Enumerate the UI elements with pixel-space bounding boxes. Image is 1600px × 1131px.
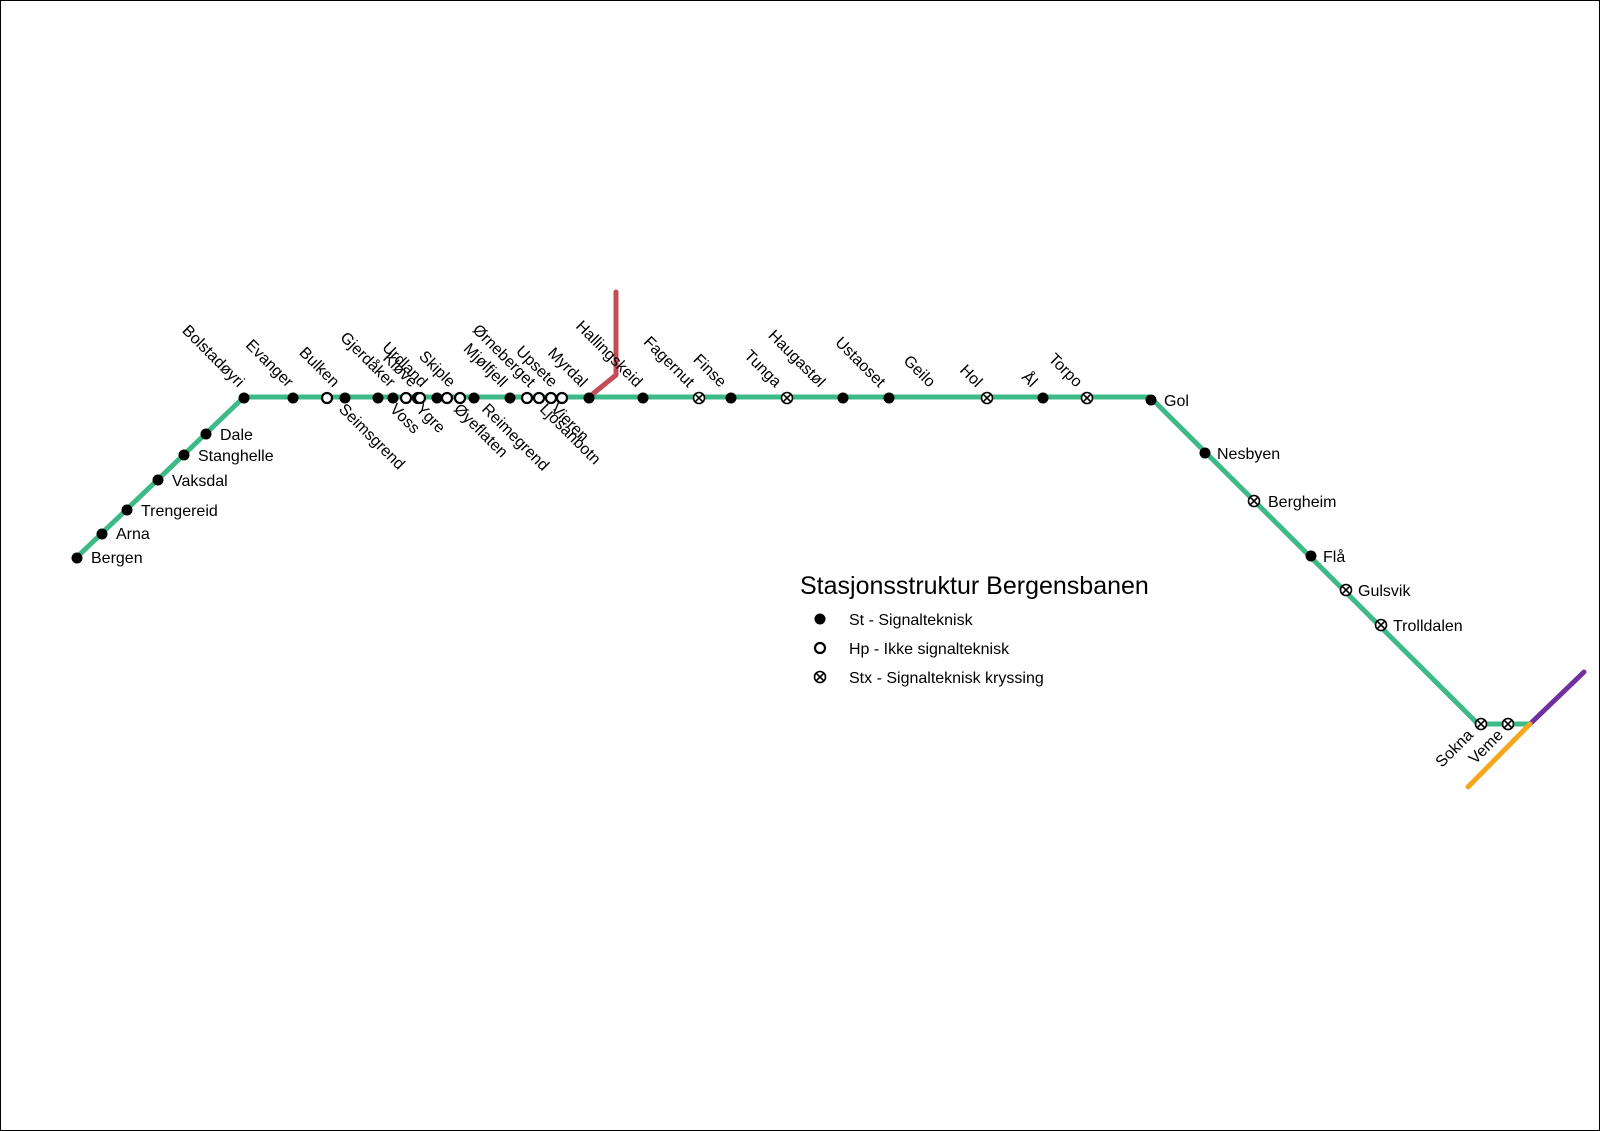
station-marker-ygre — [413, 391, 427, 405]
station-marker-bergheim — [1247, 494, 1261, 508]
station-label-trolldalen: Trolldalen — [1393, 618, 1463, 635]
station-marker-gol — [1145, 394, 1157, 406]
station-label-bergen: Bergen — [91, 550, 143, 567]
station-marker-myrdal — [555, 391, 569, 405]
station-label-trengereid: Trengereid — [141, 503, 218, 520]
station-marker-stanghelle — [178, 449, 190, 461]
station-marker-trengereid — [121, 504, 133, 516]
station-marker-skiple — [431, 392, 443, 404]
station-marker-legend-crossed-circle — [813, 670, 827, 684]
legend: St - Signalteknisk Hp - Ikke signalteknis… — [813, 612, 1044, 687]
station-marker-urdland — [399, 391, 413, 405]
station-label-bolstadoyri: Bolstadøyri — [179, 322, 248, 391]
station-marker-hol — [980, 391, 994, 405]
station-label-al: Ål — [1018, 367, 1042, 391]
station-label-finse: Finse — [690, 351, 730, 391]
station-marker-al — [1037, 392, 1049, 404]
station-marker-seimsgrend — [339, 392, 351, 404]
station-marker-fla — [1305, 550, 1317, 562]
legend-item-crossed-circle: Stx - Signalteknisk kryssing — [813, 670, 1044, 687]
numedal-branch-line — [1527, 669, 1587, 727]
station-label-ustaoset: Ustaoset — [832, 334, 889, 391]
railway-lines — [74, 289, 1587, 790]
station-label-bergheim: Bergheim — [1268, 494, 1336, 511]
station-marker-upsete — [520, 391, 534, 405]
randsfjord-branch-line — [1465, 721, 1533, 790]
station-marker-oyeflaten — [440, 391, 454, 405]
station-label-sokna: Sokna — [1433, 727, 1477, 771]
station-marker-bulken — [320, 391, 334, 405]
station-marker-geilo — [883, 392, 895, 404]
station-marker-voss — [387, 392, 399, 404]
station-label-tunga: Tunga — [741, 347, 785, 391]
station-marker-tunga — [725, 392, 737, 404]
station-label-vaksdal: Vaksdal — [172, 473, 228, 490]
station-marker-legend-filled-dot — [814, 613, 826, 625]
station-label-bulken: Bulken — [296, 344, 343, 391]
station-label-fla: Flå — [1323, 548, 1345, 566]
station-marker-veme — [1501, 717, 1515, 731]
station-label-gol: Gol — [1164, 393, 1189, 410]
legend-item-open-circle: Hp - Ikke signalteknisk — [813, 641, 1010, 658]
station-marker-finse — [692, 391, 706, 405]
legend-label: St - Signalteknisk — [849, 612, 974, 629]
station-label-dale: Dale — [220, 427, 253, 444]
station-marker-ustaoset — [837, 392, 849, 404]
station-marker-mjolfjell — [453, 391, 467, 405]
station-label-arna: Arna — [116, 526, 150, 543]
station-markers — [71, 391, 1515, 731]
station-label-evanger: Evanger — [242, 337, 297, 392]
legend-label: Stx - Signalteknisk kryssing — [849, 670, 1044, 687]
legend-item-filled-dot: St - Signalteknisk — [814, 612, 974, 629]
station-marker-reimegrend — [468, 392, 480, 404]
station-marker-orneberget — [504, 392, 516, 404]
station-marker-nesbyen — [1199, 447, 1211, 459]
station-marker-hallingskeid — [583, 392, 595, 404]
flam-branch-line — [586, 289, 619, 400]
legend-label: Hp - Ikke signalteknisk — [849, 641, 1010, 658]
station-label-nesbyen: Nesbyen — [1217, 446, 1280, 463]
station-label-voss: Voss — [386, 401, 423, 438]
station-marker-gjerdaker — [372, 392, 384, 404]
station-marker-evanger — [287, 392, 299, 404]
station-marker-legend-open-circle — [813, 641, 827, 655]
station-marker-fagernut — [637, 392, 649, 404]
station-label-torpo: Torpo — [1045, 351, 1085, 391]
station-marker-vaksdal — [152, 474, 164, 486]
station-label-gulsvik: Gulsvik — [1358, 583, 1411, 600]
station-marker-bergen — [71, 552, 83, 564]
station-label-hol: Hol — [956, 362, 985, 391]
station-label-geilo: Geilo — [900, 352, 939, 391]
station-marker-dale — [200, 428, 212, 440]
station-marker-bolstadoyri — [238, 392, 250, 404]
station-marker-sokna — [1474, 717, 1488, 731]
station-marker-ljosanbotn — [532, 391, 546, 405]
station-marker-trolldalen — [1374, 618, 1388, 632]
diagram-title: Stasjonsstruktur Bergensbanen — [800, 572, 1149, 600]
station-marker-gulsvik — [1339, 583, 1353, 597]
station-marker-torpo — [1080, 391, 1094, 405]
station-label-stanghelle: Stanghelle — [198, 448, 274, 465]
station-marker-haugastol — [780, 391, 794, 405]
station-label-veme: Veme — [1466, 727, 1507, 768]
station-marker-arna — [96, 528, 108, 540]
